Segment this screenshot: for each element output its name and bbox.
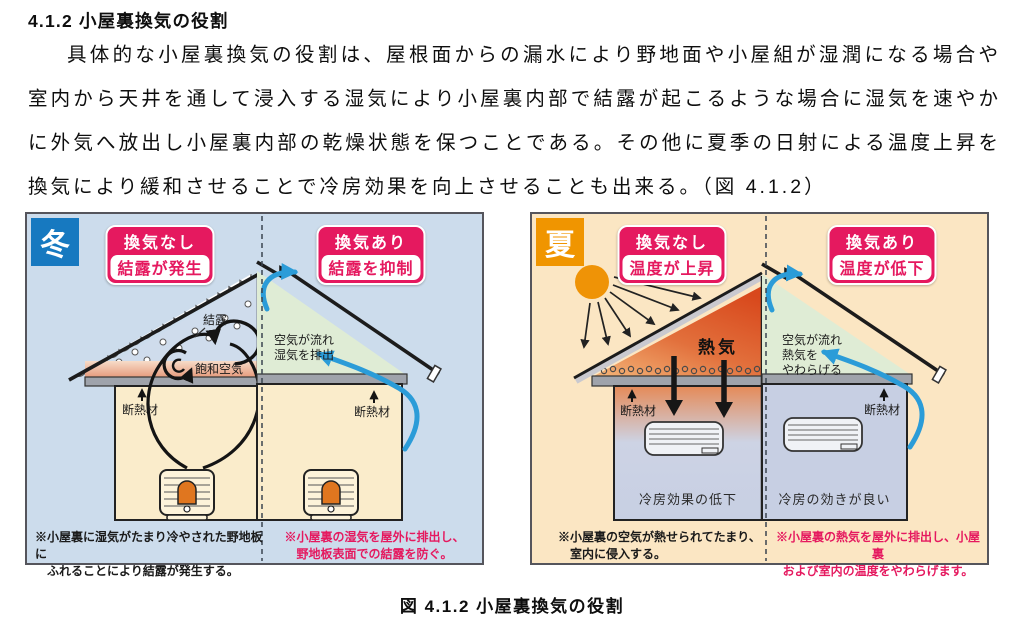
ventilation-airflow-arrows: [260, 263, 420, 452]
roof-sheathing: [574, 274, 764, 384]
roof-line-with-ridge-vent: [256, 260, 441, 376]
roof-line: [68, 272, 260, 382]
vent-title: 換気あり: [334, 235, 408, 252]
vented-attic: [257, 271, 409, 377]
figure-caption: 図 4.1.2 小屋裏換気の役割: [399, 597, 625, 616]
vented-attic: [762, 274, 914, 377]
winter-house-no-vent: [68, 272, 261, 521]
summer-vent-badge: 換気あり 温度が低下: [827, 225, 937, 285]
summer-house-illustration: [573, 216, 947, 561]
summer-no-vent-badge: 換気なし 温度が上昇: [617, 225, 727, 285]
body-paragraph: 具体的な小屋裏換気の役割は、屋根面からの漏水により野地面や小屋組が湿潤になる場合…: [28, 44, 1001, 198]
no-vent-title: 換気なし: [635, 235, 709, 252]
sun-icon: [575, 265, 609, 299]
air-conditioner-icon: [644, 421, 724, 456]
ventilation-airflow-arrows: [765, 264, 925, 450]
no-vent-subtitle: 結露が発生: [110, 255, 210, 280]
winter-vent-note: ※小屋裏の湿気を屋外に排出し、 野地板表面での結露を防ぐ。: [284, 530, 465, 561]
hot-attic: [594, 286, 762, 376]
winter-vent-badge: 換気あり 結露を抑制: [316, 225, 426, 285]
air-conditioner-icon: [783, 417, 863, 452]
hot-air-label: 熱気: [698, 338, 738, 357]
summer-house-no-vent: [573, 265, 764, 521]
vent-subtitle: 結露を抑制: [321, 255, 421, 280]
summer-diagram-panel: 夏 換気なし 温度が上昇 換気あり 温度が低下 熱気 断熱材 断熱材 空気が流れ…: [530, 212, 989, 578]
heat-squiggles: [600, 365, 761, 375]
condensation-label: 結露: [203, 313, 228, 327]
insulation-label-left: 断熱材: [122, 403, 159, 417]
insulation-strip: [85, 361, 259, 377]
page-title: 4.1.2 小屋裏換気の役割: [28, 11, 229, 31]
winter-house-vented: [256, 260, 442, 521]
airflow-label: 空気が流れ 熱気を やわらげる: [782, 333, 843, 377]
saturated-air-label: 飽和空気: [195, 362, 244, 376]
winter-season-badge: 冬: [31, 218, 79, 266]
vent-title: 換気あり: [845, 235, 919, 252]
heater-icon: [159, 469, 215, 521]
heater-icon: [303, 469, 359, 521]
insulation-label-left: 断熱材: [620, 404, 657, 418]
winter-no-vent-note: ※小屋裏に湿気がたまり冷やされた野地板に ふれることにより結露が発生する。: [35, 530, 263, 578]
insulation-label-right: 断熱材: [354, 405, 391, 419]
no-vent-subtitle: 温度が上昇: [622, 255, 722, 280]
summer-no-vent-note: ※小屋裏の空気が熱せられてたまり、 室内に侵入する。: [558, 530, 761, 561]
no-vent-title: 換気なし: [123, 235, 197, 252]
winter-diagram-panel: 冬 換気なし 結露が発生 換気あり 結露を抑制 結露 飽和空気 断熱材 断熱材 …: [25, 212, 484, 578]
vent-subtitle: 温度が低下: [832, 255, 932, 280]
heat-down-arrows: [665, 356, 733, 418]
roof-line: [573, 271, 763, 380]
summer-season-badge: 夏: [536, 218, 584, 266]
winter-house-illustration: [68, 216, 442, 561]
summer-vent-note: ※小屋裏の熱気を屋外に排出し、小屋裏 および室内の温度をやわらげます。: [775, 530, 980, 578]
room: [761, 383, 908, 521]
ceiling-bar: [591, 375, 763, 387]
summer-house-vented: [761, 262, 947, 521]
cooling-effect-low-label: 冷房効果の低下: [638, 492, 737, 507]
winter-no-vent-badge: 換気なし 結露が発生: [105, 225, 215, 285]
eave-fascia: [426, 364, 442, 383]
eave-fascia: [931, 365, 947, 384]
cooling-effect-good-label: 冷房の効きが良い: [778, 492, 891, 507]
insulation-label-right: 断熱材: [864, 403, 901, 417]
airflow-label: 空気が流れ 湿気を排出: [274, 333, 335, 362]
